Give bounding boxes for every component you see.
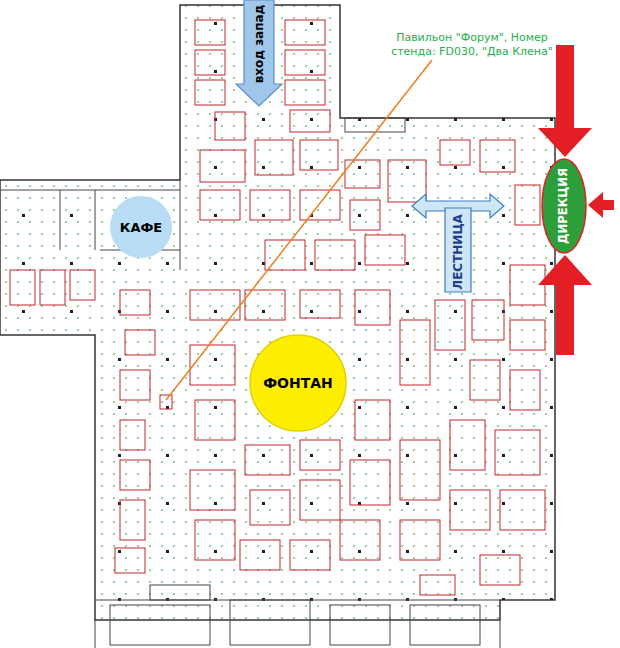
stairs-arrow: ЛЕСТНИЦА [412, 190, 504, 294]
cafe-circle: КАФЕ [110, 196, 172, 258]
directorate-ellipse: ДИРЕКЦИЯ [541, 158, 587, 254]
node-label: КАФЕ [120, 221, 162, 234]
node-label: ЛЕСТНИЦА [452, 214, 464, 290]
node-label: вход запад [253, 5, 265, 84]
node-label: ФОНТАН [263, 376, 333, 390]
fountain-circle: ФОНТАН [249, 334, 347, 432]
entrance-arrow: вход запад [236, 0, 282, 106]
stand-callout: Павильон "Форум", Номер стенда: FD030, "… [388, 31, 556, 59]
red-arrows [538, 45, 614, 355]
node-label: ДИРЕКЦИЯ [558, 168, 570, 244]
